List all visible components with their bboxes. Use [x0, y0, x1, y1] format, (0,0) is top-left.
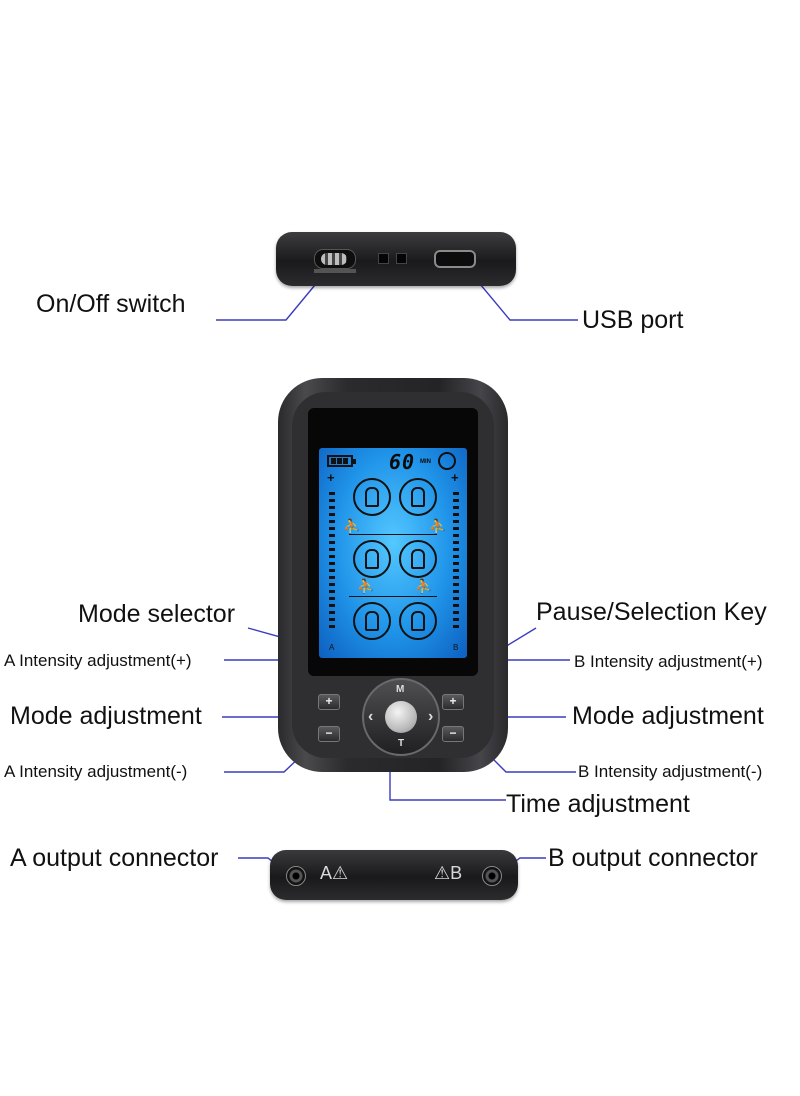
intensity-bar-b — [453, 492, 459, 632]
battery-icon — [327, 455, 356, 467]
label-on-off-switch: On/Off switch — [36, 290, 186, 318]
mode-icon-1 — [353, 478, 391, 516]
label-a-intensity-plus: A Intensity adjustment(+) — [4, 651, 192, 670]
label-b-intensity-minus: B Intensity adjustment(-) — [578, 762, 763, 781]
device-face: 60 MIN + + A B ⛹ ⛹ ⛹ ⛹ — [292, 392, 494, 758]
label-time-adjustment: Time adjustment — [506, 790, 690, 818]
label-a-output-connector: A output connector — [10, 844, 219, 872]
figure-icon-1: ⛹ — [343, 518, 361, 534]
lcd-divider-2 — [349, 596, 437, 597]
time-adjustment-button[interactable]: T — [398, 738, 405, 749]
label-b-intensity-plus: B Intensity adjustment(+) — [574, 652, 763, 671]
intensity-bar-a — [329, 492, 335, 632]
mode-selector-button[interactable]: M — [396, 684, 405, 695]
label-b-output-connector: B output connector — [548, 844, 758, 872]
figure-icon-4: ⛹ — [415, 578, 433, 594]
channel-a-label: A — [329, 643, 335, 652]
lcd-divider-1 — [349, 534, 437, 535]
mode-icon-2 — [399, 478, 437, 516]
pause-selection-key[interactable] — [385, 701, 417, 733]
mode-icon-4 — [399, 540, 437, 578]
label-mode-adjustment-right: Mode adjustment — [572, 702, 764, 730]
timer-unit: MIN — [420, 459, 431, 465]
lcd-plus-a: + — [327, 470, 335, 485]
switch-marking — [314, 269, 356, 273]
device-bottom-edge: A⚠ ⚠B — [270, 850, 518, 900]
label-usb-port: USB port — [582, 306, 684, 334]
usb-port[interactable] — [434, 250, 476, 268]
a-output-jack[interactable] — [286, 866, 306, 886]
leader-time — [389, 760, 506, 801]
device-top-edge — [276, 232, 516, 286]
indicator-led-2 — [396, 253, 407, 264]
navigation-dpad: M T ‹ › — [362, 678, 440, 756]
mode-icon-6 — [399, 602, 437, 640]
on-off-switch[interactable] — [314, 249, 356, 269]
label-pause-selection-key: Pause/Selection Key — [536, 598, 767, 626]
a-port-label: A⚠ — [320, 863, 349, 883]
channel-b-label: B — [453, 643, 459, 652]
figure-icon-2: ⛹ — [429, 518, 447, 534]
b-port-label: ⚠B — [434, 863, 463, 883]
b-intensity-plus-button[interactable]: + — [442, 694, 464, 710]
lcd-display: 60 MIN + + A B ⛹ ⛹ ⛹ ⛹ — [319, 448, 467, 658]
lcd-plus-b: + — [451, 470, 459, 485]
switch-knob — [321, 253, 347, 265]
label-mode-adjustment-left: Mode adjustment — [10, 702, 202, 730]
a-intensity-plus-button[interactable]: + — [318, 694, 340, 710]
a-intensity-minus-button[interactable]: − — [318, 726, 340, 742]
tens-device: 60 MIN + + A B ⛹ ⛹ ⛹ ⛹ — [278, 378, 508, 772]
b-intensity-minus-button[interactable]: − — [442, 726, 464, 742]
mode-adjust-left-button[interactable]: ‹ — [368, 708, 374, 725]
mode-icon-3 — [353, 540, 391, 578]
label-a-intensity-minus: A Intensity adjustment(-) — [4, 762, 188, 781]
timer-readout: 60 — [389, 450, 416, 474]
mode-icon-5 — [353, 602, 391, 640]
b-output-jack[interactable] — [482, 866, 502, 886]
screen-bezel: 60 MIN + + A B ⛹ ⛹ ⛹ ⛹ — [308, 408, 478, 676]
mode-adjust-right-button[interactable]: › — [428, 708, 434, 725]
indicator-led-1 — [378, 253, 389, 264]
label-mode-selector: Mode selector — [78, 600, 236, 628]
clock-icon — [438, 452, 456, 470]
figure-icon-3: ⛹ — [357, 578, 375, 594]
